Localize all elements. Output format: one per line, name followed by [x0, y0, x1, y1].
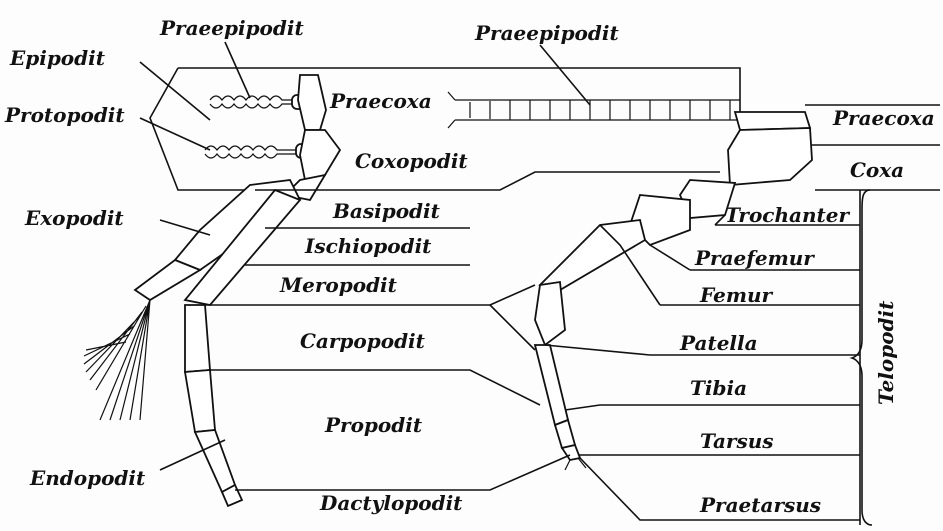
label-meropodit: Meropodit — [279, 273, 398, 297]
label-praetarsus: Praetarsus — [699, 493, 821, 517]
label-ischiopodit: Ischiopodit — [304, 234, 432, 258]
telopodit-brace — [852, 190, 872, 525]
labels: Epipodit Protopodit Exopodit Endopodit P… — [4, 16, 935, 517]
label-propodit: Propodit — [324, 413, 423, 437]
epipodit-gill-upper — [210, 96, 295, 108]
exopodit-setae — [84, 300, 150, 420]
label-tarsus: Tarsus — [700, 429, 774, 453]
label-praeepipodit-right: Praeepipodit — [474, 21, 619, 45]
label-exopodit: Exopodit — [24, 206, 124, 230]
label-patella: Patella — [679, 331, 758, 355]
label-femur: Femur — [699, 283, 774, 307]
label-praecoxa-right: Praecoxa — [832, 106, 935, 130]
label-telopodit: Telopodit — [874, 300, 898, 405]
label-trochanter: Trochanter — [725, 203, 850, 227]
label-epipodit: Epipodit — [9, 46, 106, 70]
label-protopodit: Protopodit — [4, 103, 125, 127]
label-coxa: Coxa — [850, 158, 904, 182]
label-tibia: Tibia — [690, 376, 747, 400]
label-basipodit: Basipodit — [332, 199, 441, 223]
label-praeepipodit-left: Praeepipodit — [159, 16, 304, 40]
praeepipodit-gill — [448, 92, 740, 128]
label-carpopodit: Carpopodit — [300, 329, 426, 353]
epipodit-gill-lower — [205, 146, 300, 158]
label-dactylopodit: Dactylopodit — [319, 491, 463, 515]
insect-leg — [448, 92, 812, 470]
label-praecoxa-left: Praecoxa — [329, 89, 432, 113]
label-coxopodit: Coxopodit — [355, 149, 468, 173]
label-praefemur: Praefemur — [694, 246, 815, 270]
label-endopodit: Endopodit — [29, 466, 146, 490]
